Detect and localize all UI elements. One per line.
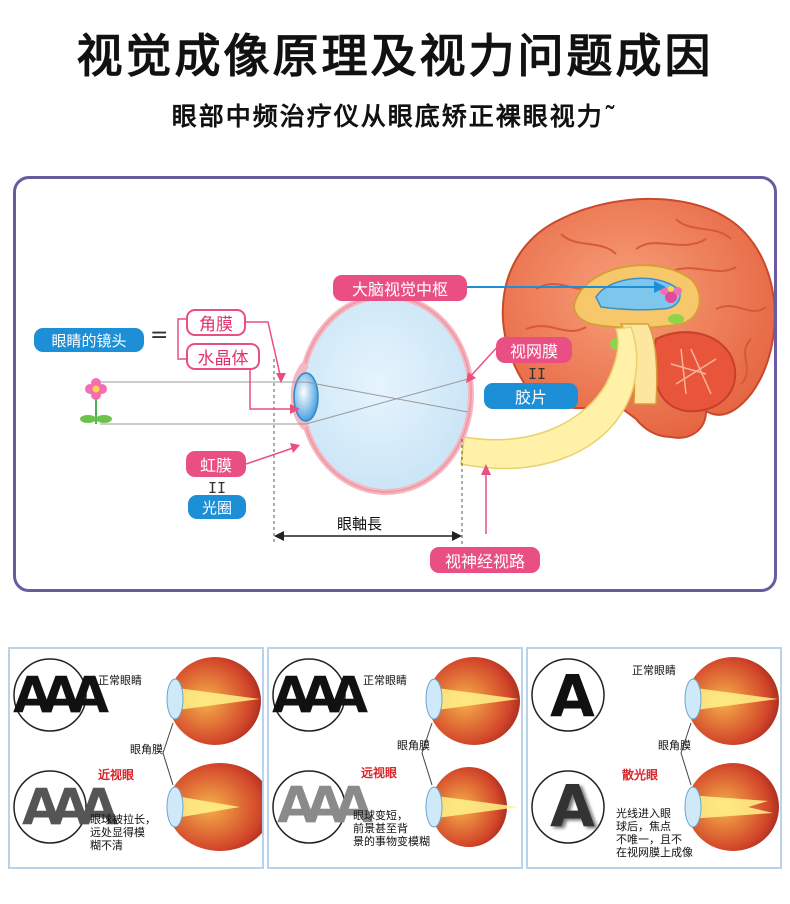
astigmatism-panel: A A 正常眼睛 眼角膜 散光眼 光线进入眼 球后，焦点 不唯一，且不 在视网膜… xyxy=(526,647,782,869)
retina-label: 视网膜 xyxy=(496,337,572,363)
aperture-label: 光圈 xyxy=(188,495,246,519)
iris-equals: II xyxy=(208,479,227,497)
axial-length-label: 眼軸長 xyxy=(337,515,383,533)
condition-label: 散光眼 xyxy=(622,768,659,782)
eye-illustration xyxy=(100,293,474,495)
letters-sharp: AAA xyxy=(272,666,368,724)
diagram-illustration xyxy=(80,197,774,544)
optic-nerve-label: 视神经视路 xyxy=(430,547,540,573)
letters-blurred: AAA xyxy=(22,778,118,836)
optic-nerve-illustration xyxy=(460,326,638,470)
film-label: 胶片 xyxy=(484,383,578,409)
normal-eye-label: 正常眼睛 xyxy=(632,664,676,677)
desc-line-3: 景的事物变模糊 xyxy=(353,835,430,848)
normal-eye-label: 正常眼睛 xyxy=(98,674,142,687)
desc-line-1: 眼球变短， xyxy=(353,809,408,822)
hyperopia-illustration xyxy=(272,657,520,847)
cornea-label: 眼角膜 xyxy=(397,739,430,752)
normal-eye-label: 正常眼睛 xyxy=(363,674,407,687)
myopia-illustration xyxy=(13,657,262,851)
desc-line-1: 眼球被拉长， xyxy=(90,813,156,826)
cornea-label: 眼角膜 xyxy=(130,743,163,756)
desc-line-2: 球后，焦点 xyxy=(616,820,671,833)
page-subtitle: 眼部中频治疗仪从眼底矫正裸眼视力˜ xyxy=(171,102,619,131)
desc-line-1: 光线进入眼 xyxy=(616,807,671,820)
letters-sharp: AAA xyxy=(13,666,109,724)
letters-distorted: A xyxy=(550,772,595,840)
desc-line-4: 在视网膜上成像 xyxy=(616,846,693,859)
brain-visual-center-label: 大脑视觉中枢 xyxy=(333,275,467,301)
page-title: 视觉成像原理及视力问题成因 xyxy=(76,29,714,83)
cornea-label: 眼角膜 xyxy=(658,739,691,752)
iris-label: 虹膜 xyxy=(186,451,246,477)
equals-sign: = xyxy=(150,323,169,348)
eye-brain-diagram: 大脑视觉中枢 眼睛的镜头 = 角膜 水晶体 视网膜 II 胶片 虹膜 II 光圈… xyxy=(13,176,777,592)
desc-line-3: 不唯一，且不 xyxy=(616,833,682,846)
astigmatism-illustration xyxy=(531,657,779,851)
eye-lens-label: 眼睛的镜头 xyxy=(34,328,144,352)
desc-line-2: 远处显得模 xyxy=(90,826,145,839)
desc-line-3: 糊不清 xyxy=(90,839,123,852)
flower-object-icon xyxy=(80,378,112,424)
retina-equals: II xyxy=(528,365,547,383)
condition-label: 近视眼 xyxy=(98,768,135,782)
letters-sharp: A xyxy=(550,662,595,730)
myopia-panel: AAA AAA 正常眼睛 眼角膜 近视眼 眼球被拉长， 远处显得模 糊不清 xyxy=(8,647,264,869)
letters-blurred: AAA xyxy=(277,776,373,834)
desc-line-2: 前景甚至背 xyxy=(353,822,408,835)
lens-label: 水晶体 xyxy=(186,343,260,370)
hyperopia-panel: AAA AAA 正常眼睛 眼角膜 远视眼 眼球变短， 前景甚至背 景的事物变模糊 xyxy=(267,647,523,869)
condition-label: 远视眼 xyxy=(361,766,398,780)
cornea-label: 角膜 xyxy=(186,309,246,336)
